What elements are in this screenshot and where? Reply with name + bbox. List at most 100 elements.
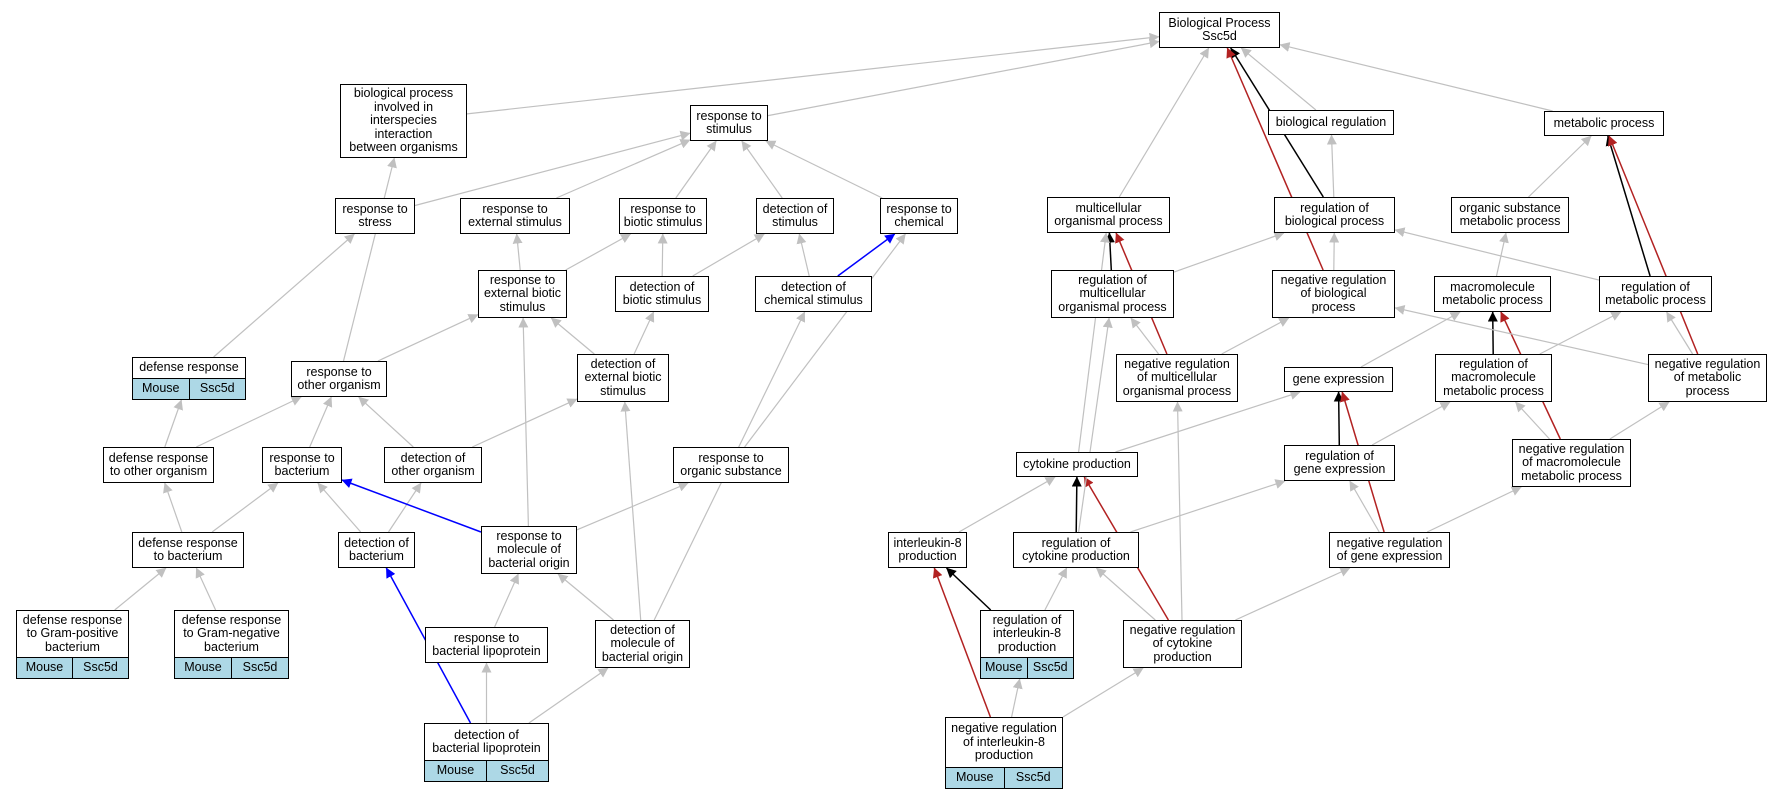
edge-is-a xyxy=(1539,311,1622,355)
term-label-line: interleukin-8 xyxy=(893,535,962,550)
term-label-line: between organisms xyxy=(349,140,458,155)
term-label-line: negative regulation xyxy=(1124,356,1230,371)
term-label-line: biological regulation xyxy=(1275,114,1387,129)
annotation-tag: Mouse xyxy=(425,761,486,781)
edge-is-a xyxy=(211,482,279,533)
term-label-line: interleukin-8 xyxy=(992,626,1062,641)
term-label-line: biological process xyxy=(1284,214,1385,228)
term-label-line: involved in xyxy=(373,99,434,114)
edge-is-a xyxy=(1515,401,1550,440)
term-label-line: stimulus xyxy=(706,122,752,136)
term-node[interactable]: biological regulation xyxy=(1268,110,1394,135)
annotation-tag: Mouse xyxy=(946,768,1004,788)
term-label-line: regulation of xyxy=(1305,448,1374,463)
edge-is-a xyxy=(1329,232,1340,271)
edge-is-a xyxy=(494,573,519,628)
term-label-line: regulation of xyxy=(992,612,1062,627)
term-label-line: metabolic process xyxy=(1442,293,1543,307)
edge-is-a xyxy=(342,157,397,362)
edge-is-a xyxy=(163,482,183,533)
term-label-line: defense response xyxy=(22,612,123,627)
edge-is-a xyxy=(620,401,642,621)
edge-is-a xyxy=(512,233,523,271)
term-label-line: of gene expression xyxy=(1336,549,1443,563)
term-label: defense response xyxy=(133,358,245,378)
term-node[interactable]: gene expression xyxy=(1284,367,1393,392)
edge-is-a xyxy=(1078,317,1113,533)
term-label-line: external biotic xyxy=(483,286,562,301)
term-label-line: response to xyxy=(306,364,372,379)
term-label-line: multicellular xyxy=(1075,200,1142,215)
edge-regulates xyxy=(1605,135,1651,277)
edge-is-a xyxy=(1235,567,1351,621)
term-label-line: response to xyxy=(698,450,764,465)
edge-is-a xyxy=(1130,317,1160,355)
term-node[interactable]: cytokine production xyxy=(1016,452,1138,477)
edge-is-a xyxy=(1349,480,1380,533)
term-label-line: bacterium xyxy=(274,464,330,478)
term-node[interactable]: metabolic process xyxy=(1544,111,1664,136)
edge-is-a xyxy=(309,396,333,448)
edge-is-a xyxy=(114,567,167,611)
term-label-line: organismal process xyxy=(1058,299,1167,314)
term-label-line: of macromolecule xyxy=(1522,455,1621,470)
term-label-line: other organism xyxy=(297,378,381,392)
